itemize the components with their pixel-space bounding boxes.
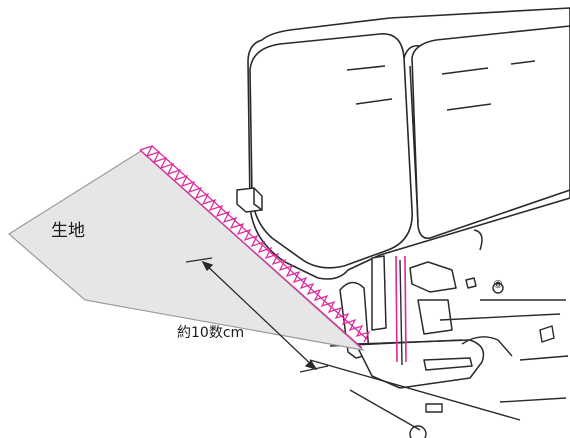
light-symbol-mark: ⑧ (493, 278, 503, 291)
distance-label: 約10数cm (177, 325, 245, 341)
fabric-label: 生地 (51, 221, 85, 241)
needle (395, 255, 407, 366)
machine-details (346, 60, 536, 223)
machine-head (247, 7, 570, 280)
overlock-stitch (139, 144, 371, 349)
side-tab (236, 187, 263, 213)
distance-dimension (185, 257, 329, 373)
fabric-sheet (7, 150, 365, 351)
needle-plate (309, 282, 569, 438)
presser-foot (339, 229, 485, 389)
